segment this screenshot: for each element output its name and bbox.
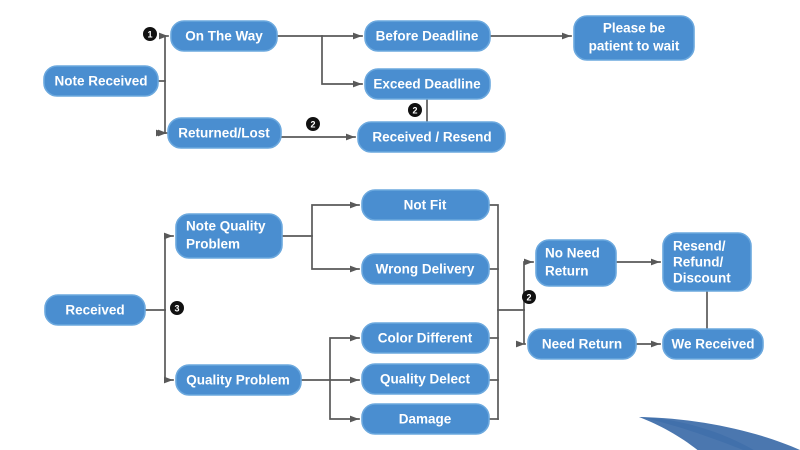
node-note-received-label: Note Received [54,74,147,89]
node-received-box[interactable] [44,294,146,326]
node-on-the-way-label: On The Way [185,29,263,44]
edge-quality-problem-bus [300,334,360,381]
edge-on-the-way-bus [276,35,363,88]
node-before-deadline-label: Before Deadline [376,29,479,44]
step-badge-2-exceed-deadline-label: 2 [412,106,417,116]
edge-received-up [163,232,174,311]
edge-quality-problem-to-damage [329,379,360,423]
node-note-quality-problem-label-line1: Note Quality [186,219,266,234]
node-wrong-delivery[interactable]: Wrong Delivery [361,253,490,285]
node-before-deadline[interactable]: Before Deadline [364,20,491,52]
node-returned-lost-label: Returned/Lost [178,126,270,141]
node-we-received-box[interactable] [662,328,764,360]
node-wrong-delivery-label: Wrong Delivery [376,262,475,277]
node-wrong-delivery-box[interactable] [361,253,490,285]
node-quality-delect-label: Quality Delect [380,372,471,387]
step-badge-3-received-label: 3 [174,304,179,314]
step-badge-2-return-split-label: 2 [526,293,531,303]
step-badge-2-returned-lost: 2 [306,117,320,131]
node-not-fit-box[interactable] [361,189,490,221]
step-badge-1-top-circle [143,27,157,41]
decorative-swoosh-shape-2 [639,417,800,450]
node-returned-lost-box[interactable] [167,117,282,149]
node-returned-lost[interactable]: Returned/Lost [167,117,282,149]
node-no-need-return-label-line1: No Need [545,246,600,261]
node-received-resend-label: Received / Resend [372,130,491,145]
node-quality-problem-label: Quality Problem [186,373,290,388]
node-quality-delect[interactable]: Quality Delect [361,363,490,395]
node-resend-refund-discount-label-line1: Resend/ [673,239,726,254]
node-on-the-way-box[interactable] [170,20,278,52]
step-badge-3-received-circle [170,301,184,315]
node-resend-refund-discount[interactable]: Resend/ Refund/ Discount [662,232,752,292]
node-on-the-way[interactable]: On The Way [170,20,278,52]
step-badge-2-returned-lost-label: 2 [310,120,315,130]
node-resend-refund-discount-box[interactable] [662,232,752,292]
edge-note-received-split [157,35,166,82]
node-received[interactable]: Received [44,294,146,326]
node-exceed-deadline-box[interactable] [364,68,491,100]
edge-not-fit-to-bus [488,204,499,420]
node-please-be-patient-box[interactable] [573,15,695,61]
step-badge-2-return-split: 2 [522,290,536,304]
node-quality-problem[interactable]: Quality Problem [175,364,302,396]
node-color-different-box[interactable] [361,322,490,354]
node-resend-refund-discount-label-line2: Refund/ [673,255,723,270]
node-note-received[interactable]: Note Received [43,65,159,97]
node-note-quality-problem[interactable]: Note Quality Problem [175,213,283,259]
step-badge-3-received: 3 [170,301,184,315]
node-no-need-return[interactable]: No Need Return [535,239,617,287]
step-badge-2-exceed-deadline: 2 [408,103,422,117]
node-not-fit[interactable]: Not Fit [361,189,490,221]
node-need-return[interactable]: Need Return [527,328,637,360]
step-badge-2-returned-lost-circle [306,117,320,131]
step-badge-2-return-split-circle [522,290,536,304]
node-need-return-label: Need Return [542,337,622,352]
edge-received-down [163,309,174,384]
top-section-connectors [157,32,572,141]
node-received-resend-box[interactable] [357,121,506,153]
step-badge-2-exceed-deadline-circle [408,103,422,117]
node-received-resend[interactable]: Received / Resend [357,121,506,153]
node-no-need-return-box[interactable] [535,239,617,287]
node-resend-refund-discount-label-line3: Discount [673,271,731,286]
node-no-need-return-label-line2: Return [545,264,589,279]
node-damage-label: Damage [399,412,452,427]
bottom-section-connectors [144,201,708,423]
edge-note-quality-bus [281,201,360,237]
node-please-be-patient-label-line1: Please be [603,21,666,36]
node-before-deadline-box[interactable] [364,20,491,52]
node-quality-delect-box[interactable] [361,363,490,395]
node-damage-box[interactable] [361,403,490,435]
node-color-different-label: Color Different [378,331,473,346]
node-received-label: Received [65,303,124,318]
node-note-quality-problem-label-line2: Problem [186,237,240,252]
node-please-be-patient[interactable]: Please be patient to wait [573,15,695,61]
edge-note-quality-to-wrong-delivery [311,235,360,273]
step-badge-1-top: 1 [143,27,157,41]
edge-to-need-return [515,309,526,348]
node-damage[interactable]: Damage [361,403,490,435]
node-we-received-label: We Received [671,337,754,352]
node-not-fit-label: Not Fit [404,198,447,213]
step-badge-1-top-label: 1 [147,30,152,40]
node-exceed-deadline-label: Exceed Deadline [373,77,481,92]
node-please-be-patient-label-line2: patient to wait [589,39,680,54]
node-quality-problem-box[interactable] [175,364,302,396]
node-exceed-deadline[interactable]: Exceed Deadline [364,68,491,100]
node-note-quality-problem-box[interactable] [175,213,283,259]
node-color-different[interactable]: Color Different [361,322,490,354]
node-note-received-box[interactable] [43,65,159,97]
node-we-received[interactable]: We Received [662,328,764,360]
node-need-return-box[interactable] [527,328,637,360]
